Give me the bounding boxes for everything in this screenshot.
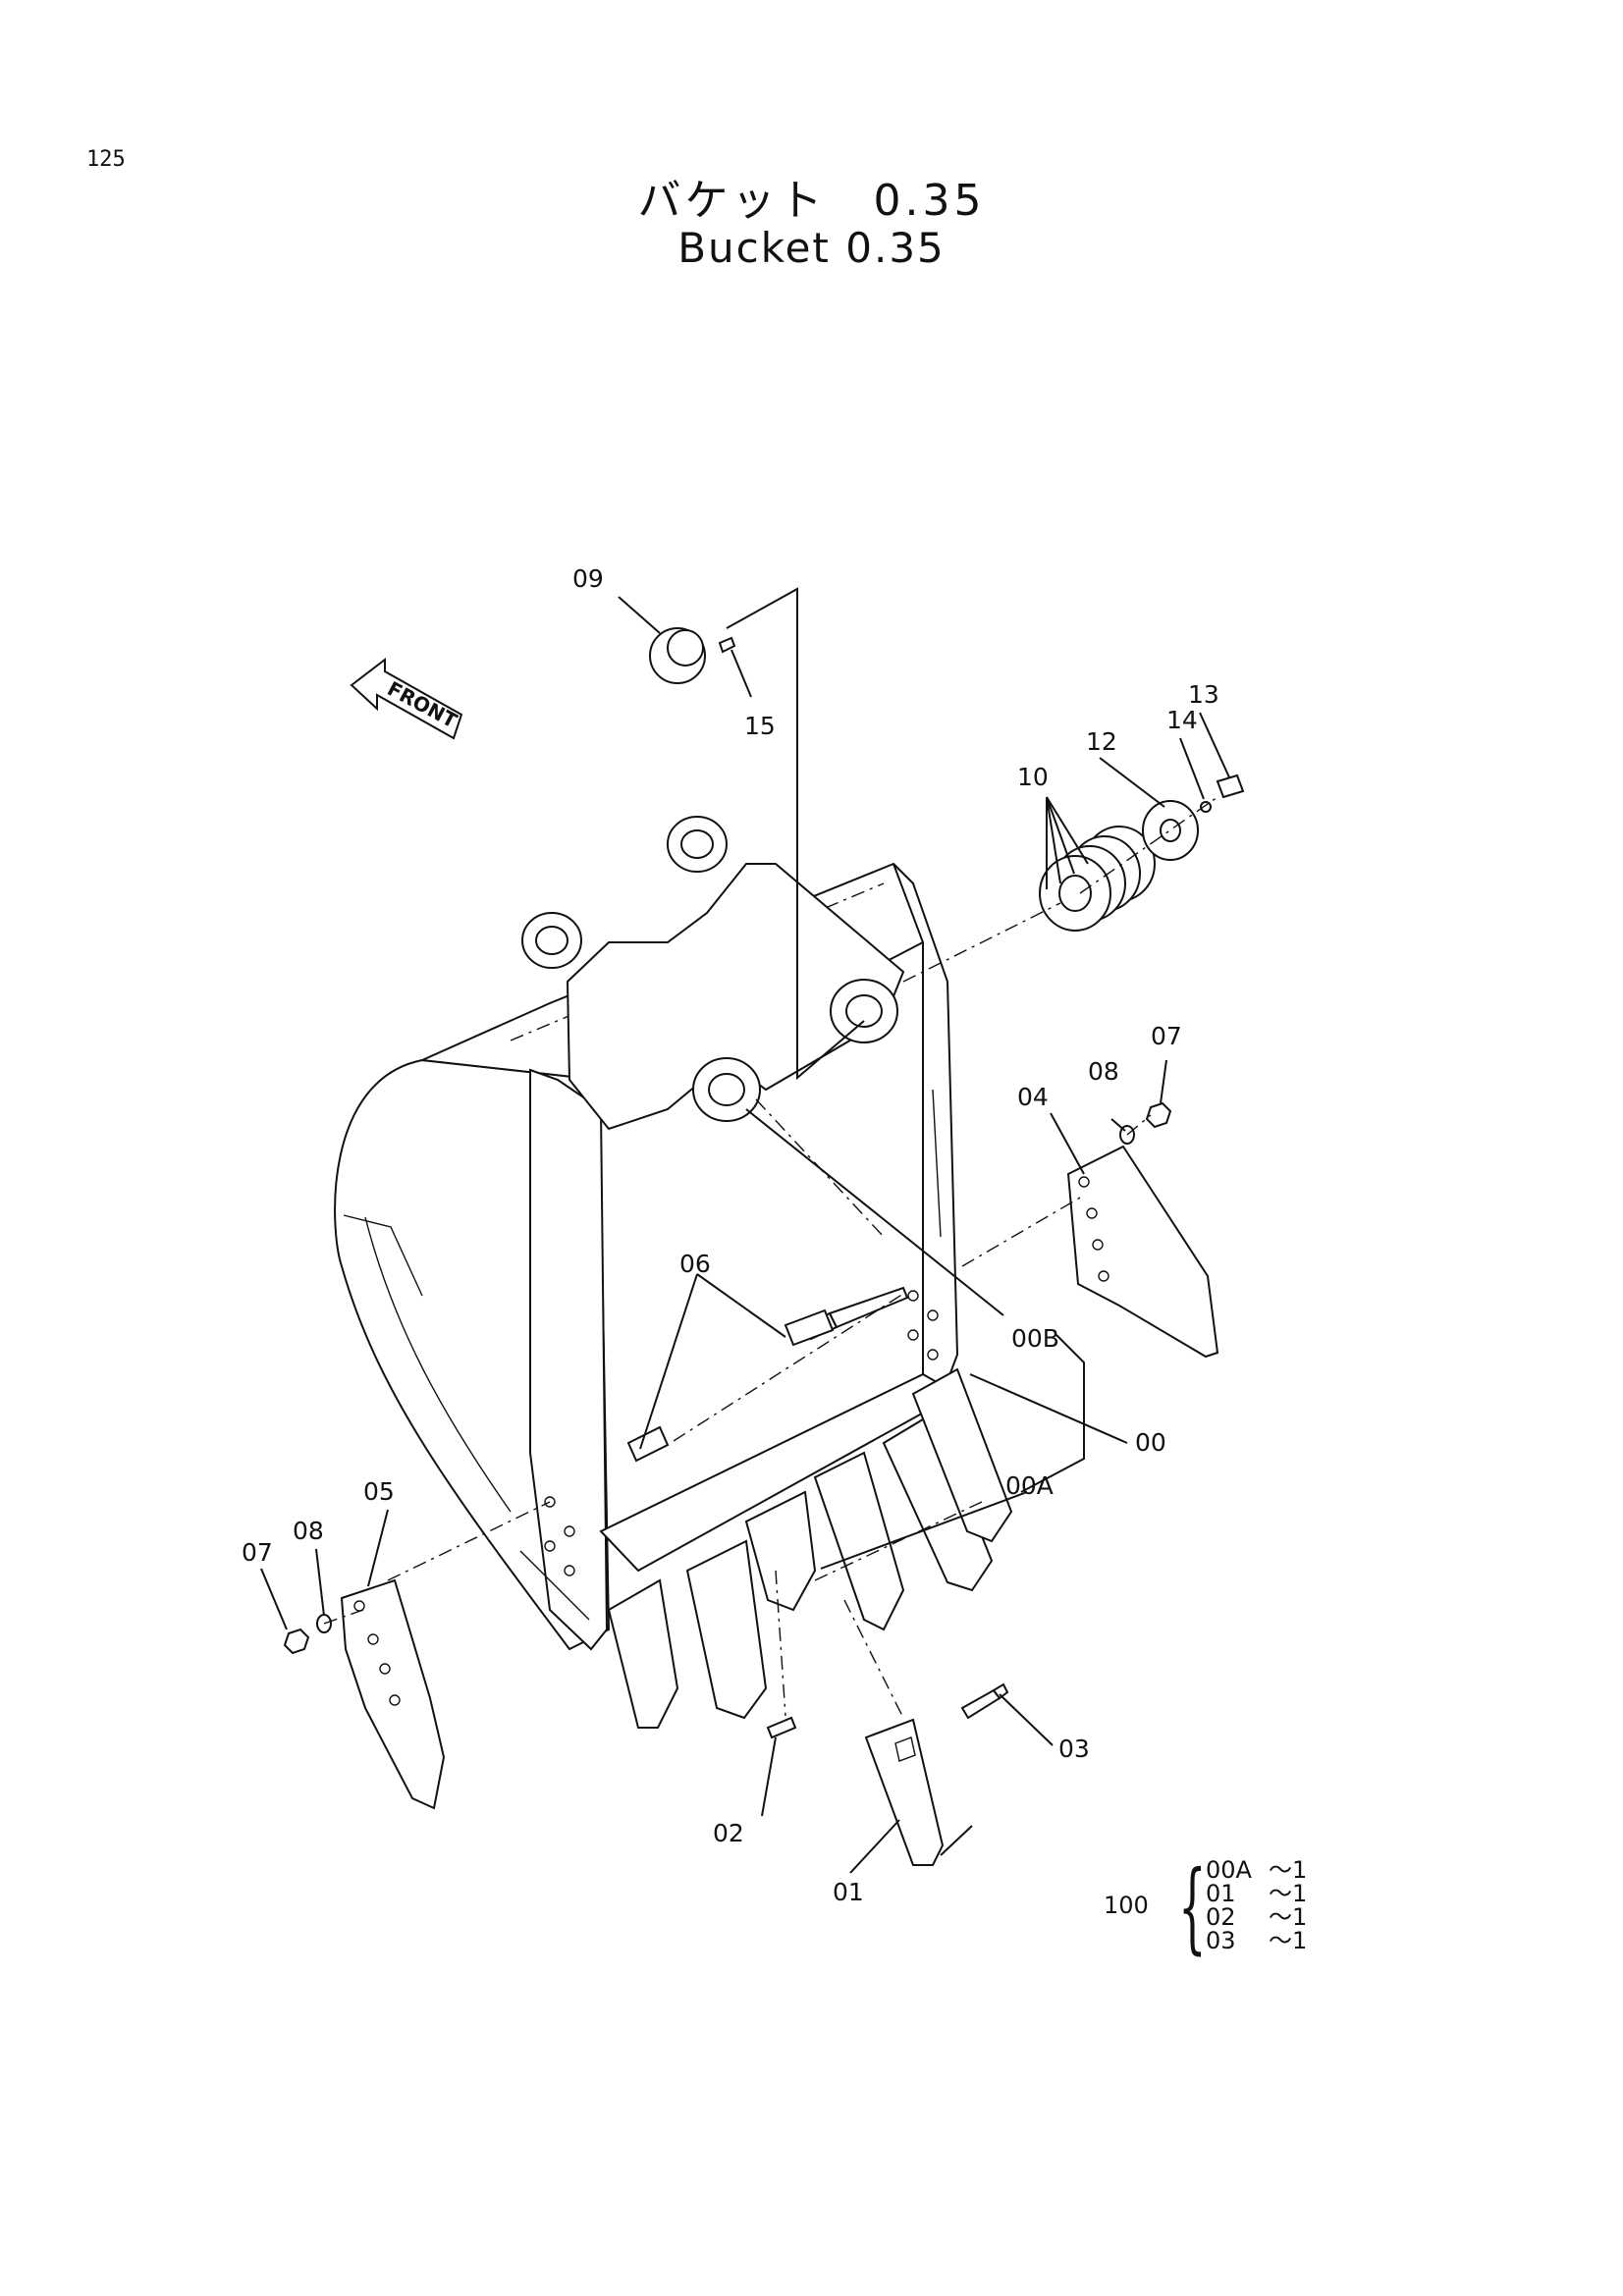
legend-qty: 1 xyxy=(1292,1880,1308,1907)
callout-00: 00 xyxy=(1135,1428,1166,1457)
callout-labels: 09 15 10 12 14 13 07 08 04 06 00B 00 00A… xyxy=(242,564,1219,1906)
legend-tilde: ～ xyxy=(1269,1880,1292,1907)
front-arrow: FRONT xyxy=(350,657,463,740)
page-title-japanese: バケット 0.35 xyxy=(637,176,986,226)
part-09-pin xyxy=(649,627,706,684)
callout-12: 12 xyxy=(1086,727,1117,756)
bucket-body xyxy=(334,816,960,1651)
callout-13: 13 xyxy=(1188,680,1219,709)
page-title-english: Bucket 0.35 xyxy=(677,224,946,272)
part-05-side-cutter xyxy=(340,1578,446,1810)
callout-05: 05 xyxy=(363,1477,395,1506)
legend-row: 02 ～ 1 xyxy=(1206,1905,1343,1929)
legend-tilde: ～ xyxy=(1269,1927,1292,1954)
legend-code: 03 xyxy=(1206,1927,1236,1954)
callout-07-right: 07 xyxy=(1151,1022,1182,1050)
bucket-teeth xyxy=(607,1367,1013,1729)
part-15-bolt xyxy=(718,636,736,654)
callout-04: 04 xyxy=(1017,1083,1049,1111)
legend-code: 02 xyxy=(1206,1903,1236,1931)
legend-assembly-number: 100 xyxy=(1104,1892,1149,1919)
legend-tilde: ～ xyxy=(1269,1903,1292,1931)
part-04-side-cutter xyxy=(1066,1145,1219,1359)
assembly-lines xyxy=(323,796,1218,1719)
callout-14: 14 xyxy=(1166,706,1198,734)
callout-10: 10 xyxy=(1017,763,1049,791)
callout-06: 06 xyxy=(679,1250,711,1278)
part-06-bolts xyxy=(626,1308,835,1463)
leader-lines xyxy=(260,587,1230,1874)
part-07-nut-right xyxy=(1145,1101,1172,1129)
legend-tilde: ～ xyxy=(1269,1856,1292,1884)
part-01-tooth xyxy=(864,1718,945,1866)
callout-03: 03 xyxy=(1058,1735,1090,1763)
part-02-pin xyxy=(766,1716,797,1739)
callout-02: 02 xyxy=(713,1819,744,1847)
legend-code: 01 xyxy=(1206,1880,1236,1907)
callout-09: 09 xyxy=(572,564,604,593)
callout-07-left: 07 xyxy=(242,1538,273,1567)
part-03-lock-pin xyxy=(960,1682,1009,1720)
part-12-plate xyxy=(1142,800,1199,861)
part-13-bolt xyxy=(1216,774,1245,799)
legend-row: 00A ～ 1 xyxy=(1206,1858,1343,1882)
callout-01: 01 xyxy=(833,1878,864,1906)
legend-row: 03 ～ 1 xyxy=(1206,1929,1343,1952)
legend-code: 00A xyxy=(1206,1856,1252,1884)
legend-qty: 1 xyxy=(1292,1903,1308,1931)
callout-08-right: 08 xyxy=(1088,1057,1119,1086)
legend-brace: { xyxy=(1178,1849,1207,1964)
legend-qty: 1 xyxy=(1292,1927,1308,1954)
callout-00A: 00A xyxy=(1005,1471,1054,1500)
legend-row: 01 ～ 1 xyxy=(1206,1882,1343,1905)
callout-00B: 00B xyxy=(1011,1324,1059,1353)
legend-rows: 00A ～ 1 01 ～ 1 02 ～ 1 03 ～ 1 xyxy=(1206,1858,1343,1952)
part-10-shims xyxy=(1039,826,1156,932)
legend-qty: 1 xyxy=(1292,1856,1308,1884)
callout-08-left: 08 xyxy=(293,1517,324,1545)
part-07-nut-left xyxy=(283,1628,310,1655)
page-number: 125 xyxy=(86,147,126,172)
callout-15: 15 xyxy=(744,712,776,740)
